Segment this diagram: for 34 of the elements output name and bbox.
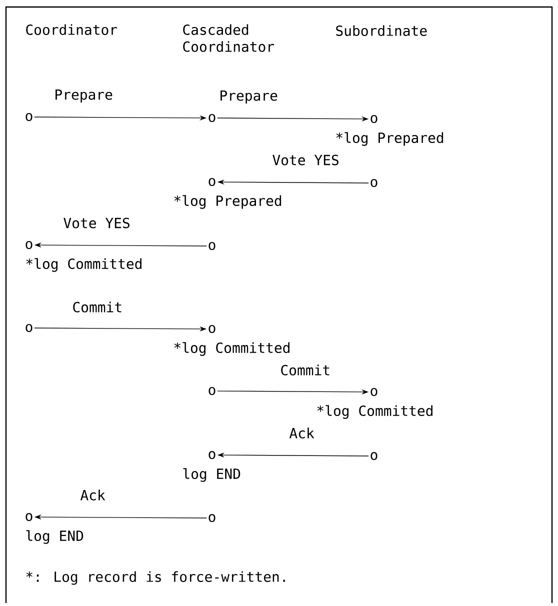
log-note: *log Prepared xyxy=(336,132,444,146)
endpoint-marker: o xyxy=(208,242,216,250)
column-heading: Coordinator xyxy=(26,24,118,35)
log-note: *log Committed xyxy=(174,342,290,356)
column-heading: Subordinate xyxy=(336,25,427,36)
endpoint-marker: o xyxy=(26,324,32,332)
message-label: Vote YES xyxy=(64,218,130,228)
endpoint-marker: o xyxy=(208,514,216,522)
endpoint-marker: o xyxy=(208,178,216,186)
message-label: Prepare xyxy=(220,90,278,104)
column-heading: Cascaded Coordinator xyxy=(183,24,274,52)
message-label: Vote YES xyxy=(272,154,338,166)
footnote: *: Log record is force-written. xyxy=(26,571,285,585)
endpoint-marker: o xyxy=(370,179,378,187)
endpoint-marker: o xyxy=(370,115,378,123)
endpoint-marker: o xyxy=(370,388,378,396)
endpoint-marker: o xyxy=(370,452,378,460)
endpoint-marker: o xyxy=(208,325,216,334)
message-label: Prepare xyxy=(56,89,112,103)
message-label: Ack xyxy=(80,490,106,500)
endpoint-marker: o xyxy=(208,114,216,122)
message-label: Commit xyxy=(281,364,330,376)
message-label: Ack xyxy=(289,428,314,438)
log-note: *log Prepared xyxy=(174,195,282,209)
message-label: Commit xyxy=(73,302,122,312)
endpoint-marker: o xyxy=(208,451,216,460)
log-note: *log Committed xyxy=(26,258,142,272)
log-note: log END xyxy=(26,530,84,544)
endpoint-marker: o xyxy=(26,513,32,522)
endpoint-marker: o xyxy=(26,113,32,121)
log-note: log END xyxy=(183,468,240,482)
endpoint-marker: o xyxy=(26,241,32,250)
endpoint-marker: o xyxy=(208,387,216,396)
log-note: *log Committed xyxy=(317,405,432,419)
